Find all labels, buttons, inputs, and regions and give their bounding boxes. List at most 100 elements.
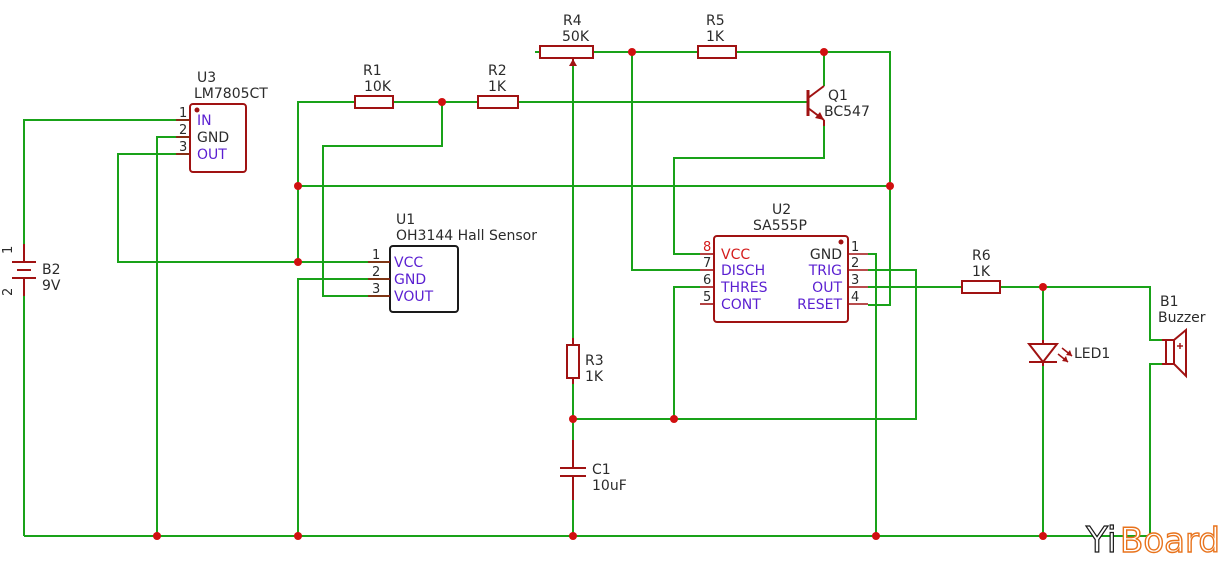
junction-dot	[820, 48, 828, 56]
wire-r6-out	[1000, 286, 1162, 341]
wire-threshold	[673, 286, 700, 419]
r5-resistor[interactable]: R5 1K	[697, 13, 737, 59]
u2-pin5-num: 5	[703, 290, 711, 305]
u2-pin1-dot	[838, 239, 844, 245]
wires	[23, 51, 1162, 537]
u3-value: LM7805CT	[194, 86, 268, 102]
junction-dot	[294, 532, 302, 540]
watermark-board: Board	[1120, 521, 1220, 561]
q1-transistor[interactable]: Q1 BC547	[806, 85, 870, 126]
u2-pin8-num: 8	[703, 240, 711, 255]
u2-ref: U2	[772, 202, 791, 218]
u2-pin3-name: OUT	[812, 280, 842, 296]
r5-ref: R5	[706, 13, 725, 29]
u3-pin1-dot	[194, 107, 200, 113]
yiboard-watermark: Yi Board	[1084, 519, 1220, 561]
u1-pin1-name: VCC	[394, 255, 423, 271]
u2-pin8-name: VCC	[721, 247, 750, 263]
u2-pin1-num: 1	[851, 240, 859, 255]
u2-pin7-num: 7	[703, 256, 711, 271]
u3-pin1-name: IN	[197, 113, 212, 129]
wire-u3-out	[117, 153, 390, 263]
r4-wiper-arrow	[569, 59, 577, 66]
led1-diode[interactable]: LED1	[1026, 340, 1110, 366]
junction-dot	[886, 182, 894, 190]
r5-body	[697, 45, 737, 59]
c1-capacitor[interactable]: C1 10uF	[560, 440, 627, 500]
u2-timer[interactable]: U2 SA555P 8 7 6 5 VCC DISCH THRES CONT 1…	[700, 202, 868, 323]
b1-body	[1165, 339, 1175, 365]
junction-dot	[628, 48, 636, 56]
r4-value: 50K	[562, 29, 590, 45]
u2-pin7-name: DISCH	[721, 263, 765, 279]
b2-value: 9V	[42, 278, 61, 294]
u2-pin4-num: 4	[851, 290, 859, 305]
r3-body	[566, 344, 580, 379]
r3-resistor[interactable]: R3 1K	[566, 338, 604, 385]
u2-pin3-num: 3	[851, 273, 859, 288]
u3-body	[189, 103, 247, 173]
b1-ref: B1	[1160, 294, 1179, 310]
b1-buzzer[interactable]: B1 Buzzer	[1158, 294, 1206, 379]
wire-5v-vertical	[297, 101, 355, 262]
r6-resistor[interactable]: R6 1K	[961, 248, 1001, 294]
junction-dot	[294, 258, 302, 266]
r6-ref: R6	[972, 248, 991, 264]
junction-dot	[569, 415, 577, 423]
b2-pin1: 1	[1, 246, 16, 254]
r5-value: 1K	[706, 29, 725, 45]
junction-dot	[294, 182, 302, 190]
r2-ref: R2	[488, 63, 507, 79]
r6-value: 1K	[972, 264, 991, 280]
wire-discharge	[631, 52, 700, 271]
wire-u3-gnd	[156, 136, 190, 536]
r4-body	[539, 45, 594, 59]
wire-r5-right	[736, 51, 891, 306]
u3-pin2-name: GND	[197, 130, 229, 146]
u3-pin2-num: 2	[179, 123, 187, 138]
b2-battery[interactable]: 1 2 B2 9V	[1, 244, 61, 296]
junctions	[153, 48, 1047, 540]
b2-ref: B2	[42, 262, 61, 278]
junction-dot	[1039, 532, 1047, 540]
wire-555-gnd	[868, 253, 877, 536]
u1-pin2-name: GND	[394, 272, 426, 288]
u2-pin6-name: THRES	[720, 280, 768, 296]
junction-dot	[569, 532, 577, 540]
u2-pin5-name: CONT	[721, 297, 761, 313]
junction-dot	[438, 98, 446, 106]
b1-value: Buzzer	[1158, 310, 1206, 326]
r1-body	[354, 95, 394, 109]
r4-ref: R4	[563, 13, 582, 29]
r4-potentiometer[interactable]: R4 50K	[539, 13, 594, 66]
r2-value: 1K	[488, 79, 507, 95]
led1-triangle	[1026, 343, 1060, 364]
u3-regulator[interactable]: U3 LM7805CT 1 2 3 IN GND OUT	[176, 70, 268, 173]
u3-pin1-num: 1	[179, 106, 187, 121]
r1-resistor[interactable]: R1 10K	[354, 63, 394, 109]
wire-sensor-gnd	[297, 278, 390, 536]
led1-arrowhead-2	[1066, 350, 1072, 356]
r6-body	[961, 280, 1001, 294]
u2-body	[713, 235, 849, 323]
r2-resistor[interactable]: R2 1K	[477, 63, 519, 109]
u3-ref: U3	[197, 70, 216, 86]
b2-pin2: 2	[1, 288, 16, 296]
u1-pin1-num: 1	[372, 248, 380, 263]
u3-pin3-num: 3	[179, 140, 187, 155]
u1-pin3-name: VOUT	[394, 289, 434, 305]
u1-hall-sensor[interactable]: U1 OH3144 Hall Sensor 1 2 3 VCC GND VOUT	[368, 212, 537, 313]
u2-pin2-name: TRIG	[808, 263, 842, 279]
junction-dot	[153, 532, 161, 540]
u2-pin4-name: RESET	[797, 297, 842, 313]
u1-value: OH3144 Hall Sensor	[396, 228, 537, 244]
junction-dot	[670, 415, 678, 423]
wire-battery-top	[23, 119, 190, 244]
wire-sensor-vout	[322, 102, 443, 297]
u3-pin3-name: OUT	[197, 147, 227, 163]
r2-body	[477, 95, 519, 109]
u2-pin6-num: 6	[703, 273, 711, 288]
wire-q1-emitter	[673, 126, 825, 255]
u2-pin1-name: GND	[810, 247, 842, 263]
